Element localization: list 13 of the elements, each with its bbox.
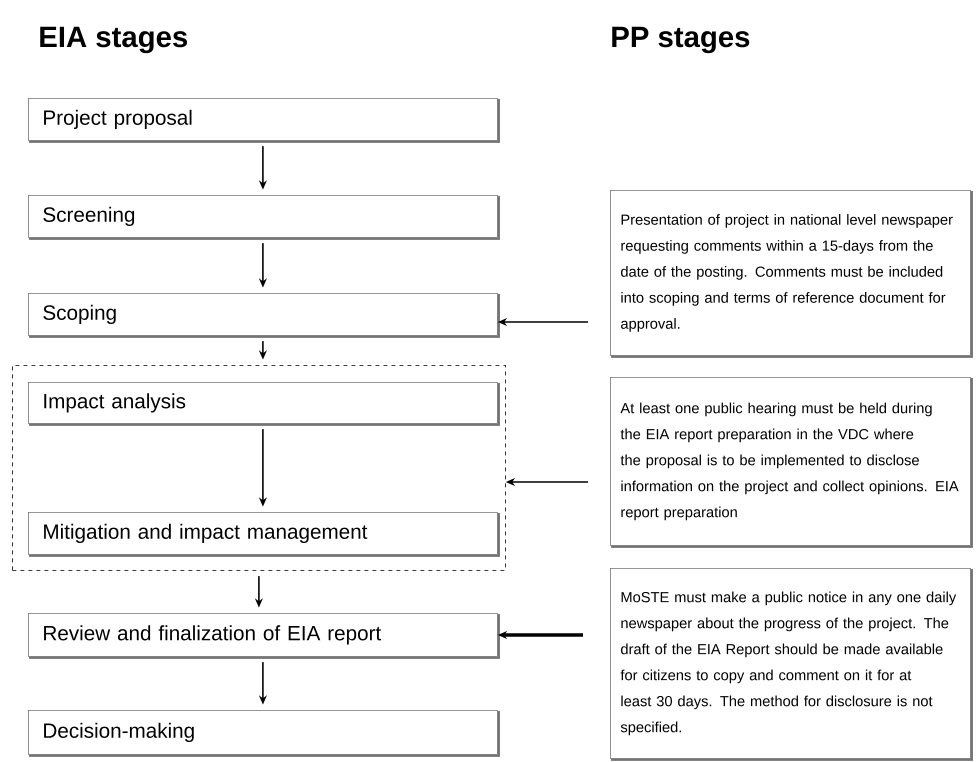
process-box: Mitigation and impact management (28, 512, 500, 557)
process-box: Project proposal (28, 98, 500, 143)
process-box: Review and finalization of EIA report (28, 613, 500, 659)
text-box: Presentation of project in national level newspaper requesting comments within a 15-days from the date of the posting. Comments must be included into scoping and terms of reference document for approval. (610, 190, 973, 358)
heading: EIA stages (40, 26, 188, 54)
text-box: MoSTE must make a public notice in any one daily newspaper about the progress of the project. The draft of the EIA Report should be made available for citizens to copy and comment on it for at least 30 days. The method for disclosure is not specified. (610, 568, 973, 761)
process-box: Screening (28, 195, 500, 240)
text-box: At least one public hearing must be held during the EIA report preparation in the VDC where the proposal is to be implemented to disclose information on the project and collect opinions. EIA report preparation (610, 377, 973, 548)
process-box: Impact analysis (28, 382, 500, 426)
heading: PP stages (612, 26, 750, 54)
process-box: Scoping (28, 293, 500, 338)
dashed-group-box (12, 365, 506, 571)
process-box: Decision-making (28, 710, 500, 757)
